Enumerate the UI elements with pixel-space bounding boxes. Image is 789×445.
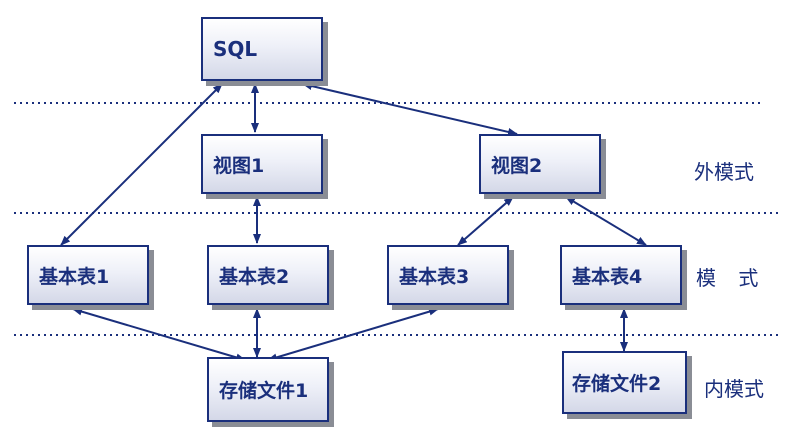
node-table2: 基本表2 (207, 245, 329, 305)
node-view2: 视图2 (479, 134, 601, 194)
node-table1-label: 基本表1 (39, 265, 110, 288)
arrow-sql-table1 (60, 83, 223, 246)
arrow-file1-table3 (267, 307, 439, 362)
arrow-view2-table4 (565, 196, 647, 246)
node-view1: 视图1 (201, 134, 323, 194)
node-table1: 基本表1 (27, 245, 149, 305)
layer-label-conceptual: 模 式 (696, 266, 767, 290)
node-table2-label: 基本表2 (219, 265, 290, 288)
node-file2-label: 存储文件2 (572, 373, 662, 395)
node-view1-label: 视图1 (213, 154, 265, 177)
node-table3: 基本表3 (387, 245, 509, 305)
node-table3-label: 基本表3 (399, 265, 470, 288)
arrow-file1-table1 (72, 307, 246, 362)
node-file2: 存储文件2 (562, 351, 687, 414)
layer-label-internal: 内模式 (704, 377, 764, 401)
node-view2-label: 视图2 (491, 154, 543, 177)
node-file1-label: 存储文件1 (219, 380, 309, 402)
node-sql-label: SQL (213, 37, 258, 61)
node-sql: SQL (201, 17, 323, 81)
layer-label-external: 外模式 (694, 160, 754, 184)
node-table4-label: 基本表4 (572, 265, 643, 288)
node-file1: 存储文件1 (207, 357, 329, 422)
node-table4: 基本表4 (560, 245, 682, 305)
arrow-sql-view2 (302, 82, 518, 136)
arrow-view2-table3 (457, 196, 514, 246)
